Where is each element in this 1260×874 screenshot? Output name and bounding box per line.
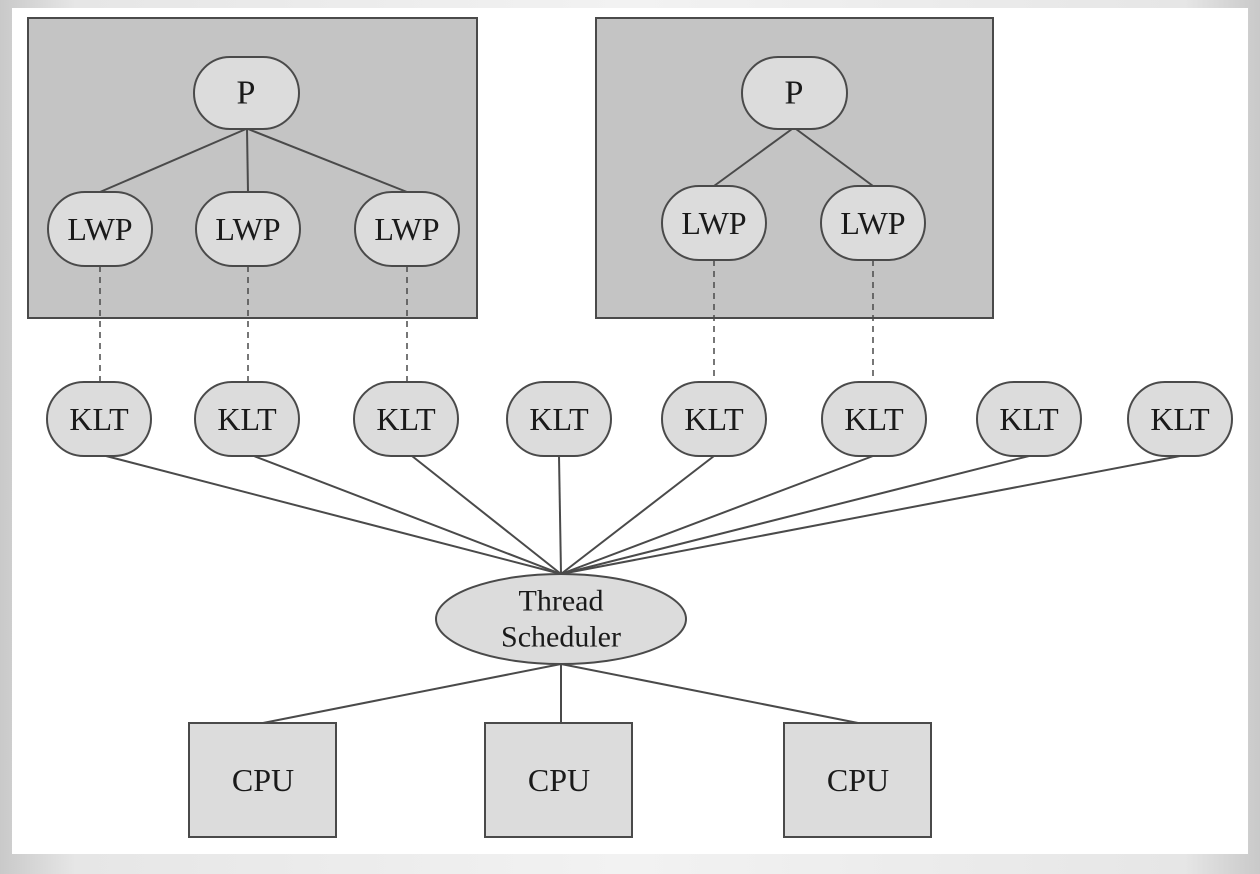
klt-to-scheduler-line-6 [560,455,874,575]
svg-text:KLT: KLT [999,401,1059,437]
svg-text:P: P [237,75,256,112]
p1-to-lwp3-line [247,128,408,193]
svg-text:KLT: KLT [844,401,904,437]
p1-to-lwp1-line [99,128,247,193]
klt-node-6: KLT [821,381,927,457]
lwp-node-2-2: LWP [820,185,926,261]
p1-to-lwp2-line [246,128,249,193]
klt-node-1: KLT [46,381,152,457]
cpu-node-2: CPU [484,722,633,838]
svg-text:Scheduler: Scheduler [501,621,621,654]
klt-node-2: KLT [194,381,300,457]
svg-text:CPU: CPU [232,762,294,798]
klt-to-scheduler-line-3 [411,455,562,575]
lwp-node-1-2: LWP [195,191,301,267]
scheduler-to-cpu3-line [560,663,859,724]
svg-text:KLT: KLT [376,401,436,437]
klt-to-scheduler-line-2 [253,455,562,575]
connector-lines [99,128,1181,724]
scheduler-to-cpu1-line [262,663,562,724]
svg-text:LWP: LWP [840,205,905,241]
lwp-node-1-3: LWP [354,191,460,267]
klt-to-scheduler-line-1 [105,455,562,575]
p2-to-lwp2-line [795,128,874,187]
svg-text:Thread: Thread [519,585,604,618]
p2-to-lwp1-line [713,128,793,187]
svg-text:KLT: KLT [69,401,129,437]
lwp-node-2-1: LWP [661,185,767,261]
svg-text:KLT: KLT [529,401,589,437]
lwp-node-1-1: LWP [47,191,153,267]
process-node-2: P [741,56,848,130]
svg-text:KLT: KLT [684,401,744,437]
svg-text:CPU: CPU [528,762,590,798]
klt-node-5: KLT [661,381,767,457]
process-node-1: P [193,56,300,130]
klt-to-scheduler-line-7 [560,455,1030,575]
svg-text:LWP: LWP [374,211,439,247]
klt-node-8: KLT [1127,381,1233,457]
klt-to-scheduler-line-4 [558,455,562,575]
thread-scheduler-node: Thread Scheduler [435,573,687,665]
klt-node-7: KLT [976,381,1082,457]
svg-text:LWP: LWP [67,211,132,247]
cpu-node-3: CPU [783,722,932,838]
svg-text:LWP: LWP [215,211,280,247]
svg-text:CPU: CPU [827,762,889,798]
svg-text:KLT: KLT [217,401,277,437]
klt-node-4: KLT [506,381,612,457]
svg-text:KLT: KLT [1150,401,1210,437]
klt-node-3: KLT [353,381,459,457]
svg-text:P: P [785,75,804,112]
svg-text:LWP: LWP [681,205,746,241]
klt-to-scheduler-line-8 [560,455,1181,575]
cpu-node-1: CPU [188,722,337,838]
klt-to-scheduler-line-5 [560,455,715,575]
